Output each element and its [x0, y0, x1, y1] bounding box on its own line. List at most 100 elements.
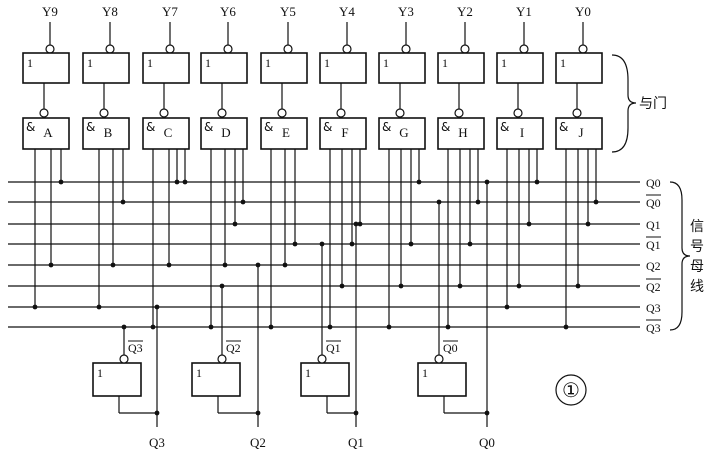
bus-line-label: Q0 [646, 176, 661, 190]
inverter-output-bubble [317, 354, 327, 364]
junction-dot [154, 304, 160, 310]
and-gate-name: D [221, 125, 230, 140]
and-output-bubble [454, 108, 464, 118]
inverter-output-bubble [217, 354, 227, 364]
or-gate-label: 1 [27, 56, 33, 70]
or-gate [260, 52, 308, 84]
signal-input-label: Q3 [149, 435, 165, 450]
or-gate [82, 52, 130, 84]
bus-line-label: Q1 [646, 218, 661, 232]
figure-number-circle [555, 374, 587, 406]
and-gate [437, 117, 485, 150]
inverter-output-label: Q3 [128, 341, 143, 355]
output-inversion-bubble [283, 44, 293, 54]
and-gate-name: J [578, 125, 583, 140]
and-gate-name: B [104, 125, 113, 140]
and-gate-symbol: & [146, 120, 155, 134]
output-inversion-bubble [401, 44, 411, 54]
signal-bus-label-char: 信 [690, 219, 704, 235]
and-output-bubble [159, 108, 169, 118]
and-output-bubble [99, 108, 109, 118]
and-group-brace [611, 54, 637, 153]
and-gate [555, 117, 603, 150]
and-output-bubble [336, 108, 346, 118]
signal-bus-label-char: 母 [690, 259, 704, 275]
junction-dot [353, 221, 359, 227]
or-gate-label: 1 [265, 56, 271, 70]
or-gate-label: 1 [442, 56, 448, 70]
bus-line-label: Q0 [646, 196, 661, 210]
or-gate [200, 52, 248, 84]
bus-line-label: Q3 [646, 321, 661, 335]
figure-number: ① [562, 378, 580, 402]
and-gate-symbol: & [204, 120, 213, 134]
junction-dot [219, 283, 225, 289]
or-gate-label: 1 [324, 56, 330, 70]
bus-line-label: Q1 [646, 238, 661, 252]
junction-dot [319, 241, 325, 247]
or-gate-label: 1 [560, 56, 566, 70]
or-gate-label: 1 [147, 56, 153, 70]
inverter-output-bubble [119, 354, 129, 364]
signal-bus-label-char: 线 [690, 279, 704, 295]
and-gate-symbol: & [559, 120, 568, 134]
bus-line-label: Q2 [646, 259, 661, 273]
and-gate-name: C [164, 125, 173, 140]
inverter-gate-label: 1 [305, 366, 311, 380]
junction-dot [255, 262, 261, 268]
inverter-output-label: Q0 [443, 341, 458, 355]
inverter-gate [92, 362, 142, 397]
and-gate-name: I [520, 125, 524, 140]
and-gate [142, 117, 190, 150]
or-gate-label: 1 [501, 56, 507, 70]
output-label: Y4 [339, 4, 355, 19]
junction-dot [436, 199, 442, 205]
and-output-bubble [572, 108, 582, 118]
inverter-gate [191, 362, 241, 397]
signal-input-label: Q1 [348, 435, 364, 450]
and-output-bubble [513, 108, 523, 118]
junction-dot [255, 410, 261, 416]
and-gate [22, 117, 70, 150]
and-output-bubble [395, 108, 405, 118]
and-gate [200, 117, 248, 150]
and-gate-name: E [282, 125, 290, 140]
output-label: Y8 [102, 4, 118, 19]
signal-bus-label-char: 号 [690, 239, 704, 255]
output-inversion-bubble [342, 44, 352, 54]
and-gate [319, 117, 367, 150]
output-inversion-bubble [165, 44, 175, 54]
and-gate-name: F [341, 125, 348, 140]
inverter-gate-label: 1 [196, 366, 202, 380]
and-gate-name: H [458, 125, 467, 140]
and-gate [378, 117, 426, 150]
junction-dot [154, 410, 160, 416]
and-gate-symbol: & [500, 120, 509, 134]
signal-input-label: Q0 [479, 435, 495, 450]
junction-dot [121, 324, 127, 330]
inverter-output-bubble [434, 354, 444, 364]
and-gate-symbol: & [323, 120, 332, 134]
and-gate-symbol: & [264, 120, 273, 134]
and-gate-symbol: & [86, 120, 95, 134]
or-gate [378, 52, 426, 84]
output-label: Y2 [457, 4, 473, 19]
and-gate [260, 117, 308, 150]
output-inversion-bubble [519, 44, 529, 54]
or-gate [319, 52, 367, 84]
bus-line-label: Q2 [646, 280, 661, 294]
bus-line-label: Q3 [646, 301, 661, 315]
and-gate-symbol: & [441, 120, 450, 134]
and-output-bubble [277, 108, 287, 118]
and-output-bubble [39, 108, 49, 118]
and-gate-symbol: & [382, 120, 391, 134]
or-gate [496, 52, 544, 84]
or-gate [142, 52, 190, 84]
junction-dot [484, 410, 490, 416]
junction-dot [484, 179, 490, 185]
output-inversion-bubble [460, 44, 470, 54]
or-gate-label: 1 [205, 56, 211, 70]
and-gate [496, 117, 544, 150]
output-label: Y5 [280, 4, 296, 19]
